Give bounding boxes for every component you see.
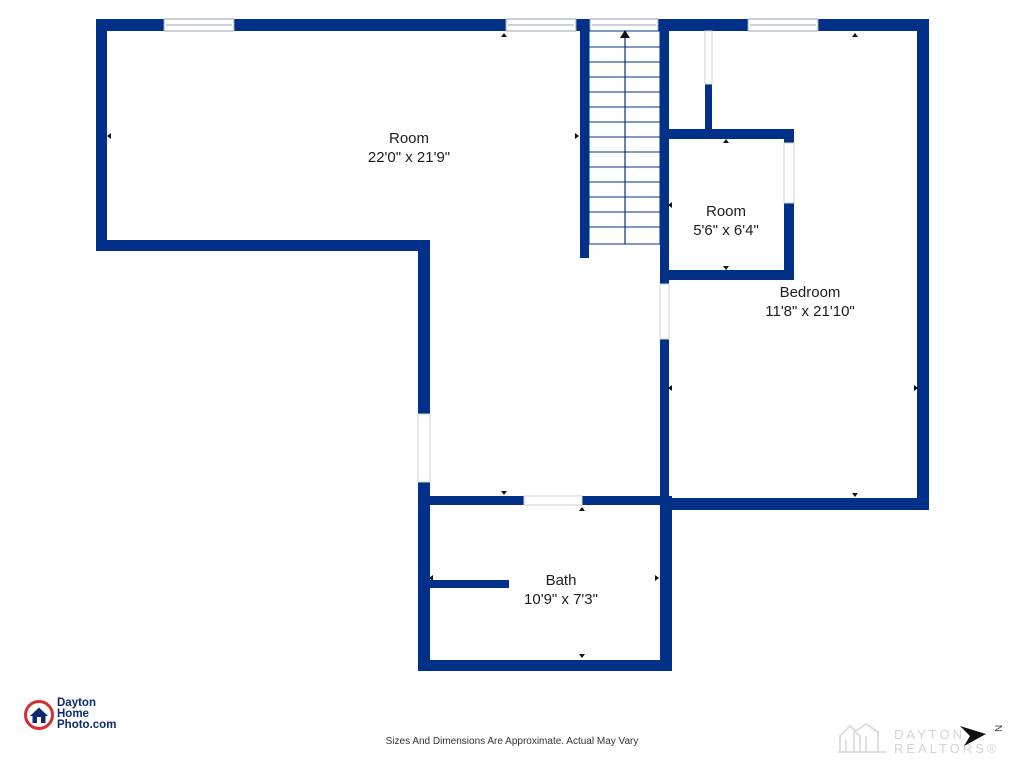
dayton-home-photo-logo: Dayton Home Photo.com [24, 697, 134, 734]
wall-segment [418, 496, 524, 505]
wall-segment [418, 660, 672, 671]
wall-segment [784, 129, 794, 143]
door-opening [417, 413, 431, 483]
dimension-tick-marker [501, 33, 507, 37]
logo-line: Photo.com [57, 719, 117, 731]
wall-segment [665, 270, 794, 280]
room-dimensions: 11'8" x 21'10" [765, 303, 855, 320]
wall-segment [665, 129, 794, 139]
dimension-tick-marker [579, 507, 585, 511]
wall-segment [784, 203, 794, 279]
room-label-bath: Bath 10'9" x 7'3" [524, 571, 598, 609]
windows [163, 18, 819, 506]
wall-segment [705, 84, 712, 132]
dimension-tick-marker [655, 575, 659, 581]
logo-line: Dayton [57, 697, 96, 709]
room-name: Bedroom [779, 284, 841, 301]
dayton-realtors-watermark: DAYTON REALTORS® [836, 722, 1024, 762]
dimension-tick-marker [914, 385, 918, 391]
door-opening [704, 30, 713, 85]
room-dimensions: 10'9" x 7'3" [524, 591, 598, 608]
room-name: Bath [545, 572, 577, 589]
door-opening [783, 142, 795, 204]
wall-segment [917, 19, 929, 510]
door-opening [523, 495, 583, 506]
dimension-tick-marker [723, 266, 729, 270]
wall-segment [96, 240, 430, 251]
wall-segment [660, 498, 929, 510]
wall-segment [580, 28, 589, 258]
room-dimensions: 22'0" x 21'9" [367, 149, 451, 166]
dimension-tick-marker [575, 133, 579, 139]
staircase [588, 30, 661, 245]
room-label-bedroom: Bedroom 11'8" x 21'10" [765, 283, 855, 321]
dimension-markers [107, 30, 918, 658]
realtors-emblem-icon [838, 722, 886, 753]
dimension-tick-marker [107, 133, 111, 139]
dimension-tick-marker [668, 385, 672, 391]
watermark-line: DAYTON [894, 727, 965, 742]
disclaimer-text: Sizes And Dimensions Are Approximate. Ac… [385, 736, 639, 747]
door-opening [659, 283, 670, 340]
logo-wordmark: Dayton Home Photo.com [57, 697, 117, 731]
wall-segment [582, 496, 662, 505]
room-name: Room [705, 203, 746, 220]
stair-arrow-icon [620, 30, 630, 38]
wall-segment [96, 19, 107, 251]
dimension-tick-marker [501, 491, 507, 495]
watermark-text: DAYTON REALTORS® [894, 728, 999, 756]
wall-segment [660, 339, 669, 510]
wall-segment [428, 580, 509, 588]
wall-segment [660, 19, 669, 284]
wall-segment [418, 482, 430, 671]
dimension-tick-marker [429, 575, 433, 581]
north-label: N [994, 725, 1005, 732]
north-arrow-icon: N [960, 725, 1005, 746]
dimension-tick-marker [852, 33, 858, 37]
dimension-tick-marker [668, 202, 672, 208]
wall-segment [660, 496, 672, 671]
room-name: Room [388, 130, 430, 147]
watermark-line: REALTORS® [894, 741, 1000, 756]
logo-line: Home [57, 708, 89, 720]
room-label-small: Room 5'6" x 6'4" [693, 202, 759, 240]
dimension-tick-marker [852, 493, 858, 497]
house-badge-icon [24, 700, 54, 730]
dimension-tick-marker [579, 654, 585, 658]
wall-segment [418, 240, 430, 414]
dimension-tick-marker [723, 139, 729, 143]
walls [96, 19, 929, 671]
room-dimensions: 5'6" x 6'4" [693, 222, 759, 239]
room-label-main: Room 22'0" x 21'9" [368, 129, 450, 167]
